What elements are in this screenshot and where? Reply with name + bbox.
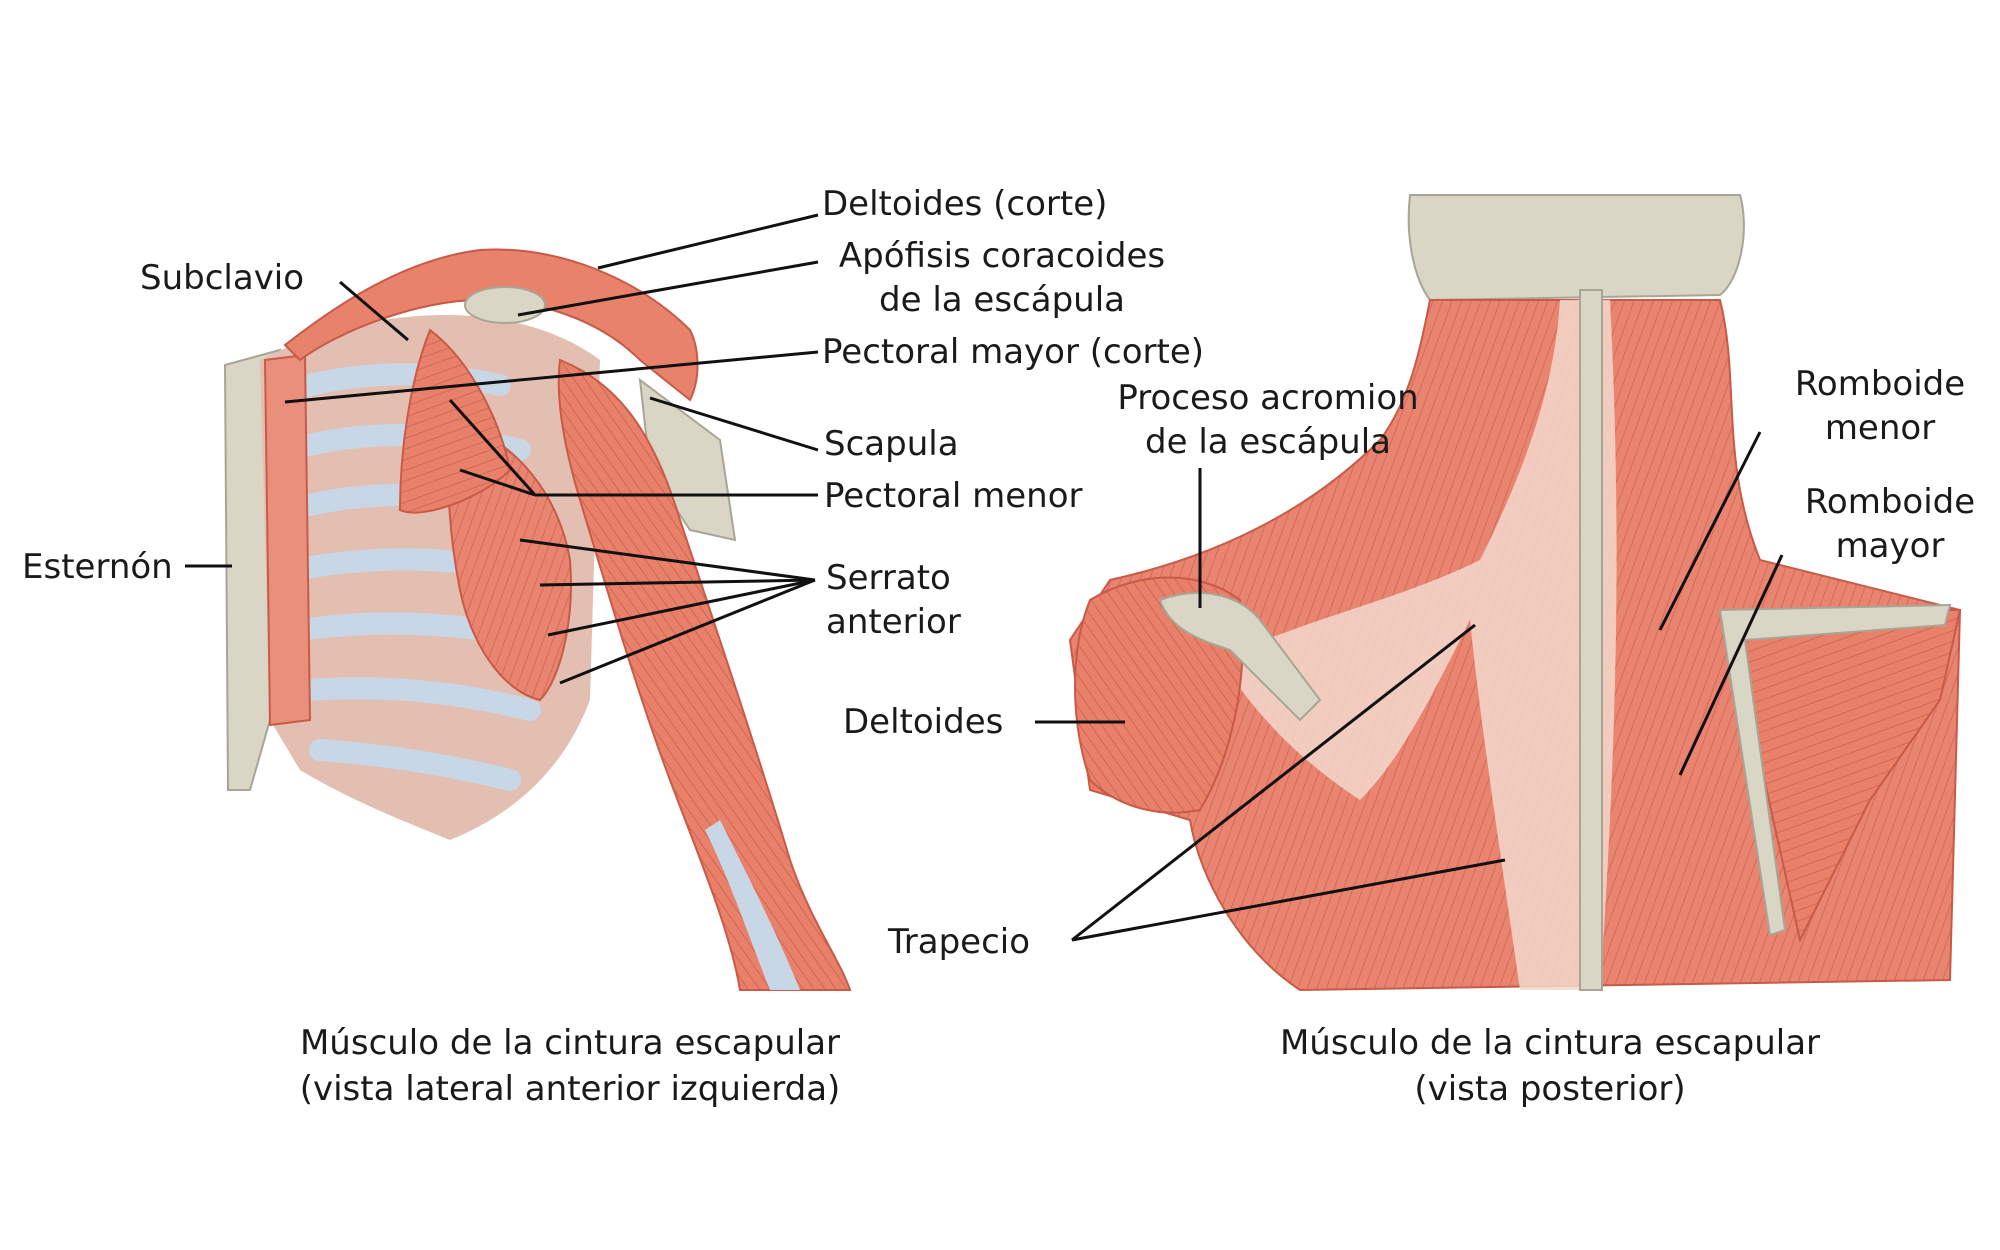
right-anatomy — [1068, 194, 1962, 992]
leader-serrato-1 — [519, 538, 816, 582]
leader-deltoides-corte — [597, 213, 819, 270]
arm-tendon — [705, 820, 800, 990]
label-apofisis-line1: Apófisis coracoides — [838, 236, 1166, 276]
label-deltoides-corte: Deltoides (corte) — [822, 184, 1108, 224]
label-serrato-line1: Serrato — [826, 558, 951, 598]
leader-scapula — [649, 396, 819, 452]
coracoid-process — [464, 286, 546, 324]
leader-subclavio — [339, 280, 409, 342]
caption-left-line2: (vista lateral anterior izquierda) — [299, 1069, 841, 1109]
label-romboide-menor: Romboide menor — [1780, 362, 1980, 450]
label-apofisis-line2: de la escápula — [879, 280, 1125, 320]
arm — [557, 358, 852, 991]
label-romboide-mayor: Romboide mayor — [1790, 480, 1990, 568]
leader-lines — [185, 213, 1784, 942]
label-serrato-line2: anterior — [826, 602, 961, 642]
trapezius-aponeurosis — [1220, 300, 1617, 990]
label-scapula: Scapula — [824, 424, 959, 464]
leader-trapecio-1 — [1071, 623, 1476, 942]
leader-trapecio-2 — [1071, 858, 1506, 942]
leader-pectoral-menor-b — [448, 398, 537, 497]
label-romboide-mayor-line1: Romboide — [1804, 482, 1976, 522]
label-pectoral-menor: Pectoral menor — [824, 476, 1083, 516]
leader-romboide-mayor — [1678, 554, 1784, 776]
label-esternon: Esternón — [22, 547, 173, 587]
leader-serrato-2 — [539, 578, 816, 587]
spine — [1579, 289, 1603, 991]
deltoid-cut — [283, 248, 699, 402]
label-romboide-menor-line1: Romboide — [1794, 364, 1966, 404]
label-trapecio: Trapecio — [888, 922, 1031, 962]
label-serrato-anterior: Serrato anterior — [826, 556, 961, 644]
label-proceso-line1: Proceso acromion — [1117, 378, 1419, 418]
leader-romboide-menor — [1658, 431, 1762, 631]
caption-right-line2: (vista posterior) — [1414, 1069, 1686, 1109]
leader-pectoral-menor-c — [459, 468, 536, 497]
label-apofisis-coracoides: Apófisis coracoides de la escápula — [822, 234, 1182, 322]
caption-left-line1: Músculo de la cintura escapular — [299, 1023, 841, 1063]
leader-apofisis — [517, 260, 819, 317]
skull-base — [1407, 194, 1745, 302]
label-deltoides: Deltoides — [843, 702, 1004, 742]
label-pectoral-mayor-corte: Pectoral mayor (corte) — [822, 332, 1205, 372]
leader-serrato-3 — [547, 578, 816, 637]
leader-serrato-4 — [559, 578, 816, 685]
label-proceso-line2: de la escápula — [1145, 422, 1391, 462]
caption-left: Músculo de la cintura escapular (vista l… — [230, 1020, 910, 1112]
caption-right: Músculo de la cintura escapular (vista p… — [1210, 1020, 1890, 1112]
left-anatomy — [223, 248, 852, 991]
caption-right-line1: Músculo de la cintura escapular — [1279, 1023, 1821, 1063]
label-romboide-menor-line2: menor — [1824, 408, 1936, 448]
leader-pectoral-mayor — [284, 350, 819, 404]
pectoralis-minor — [398, 328, 512, 514]
sternum — [263, 353, 312, 727]
label-proceso-acromion: Proceso acromion de la escápula — [1098, 376, 1438, 464]
label-subclavio: Subclavio — [140, 258, 305, 298]
label-romboide-mayor-line2: mayor — [1835, 526, 1945, 566]
